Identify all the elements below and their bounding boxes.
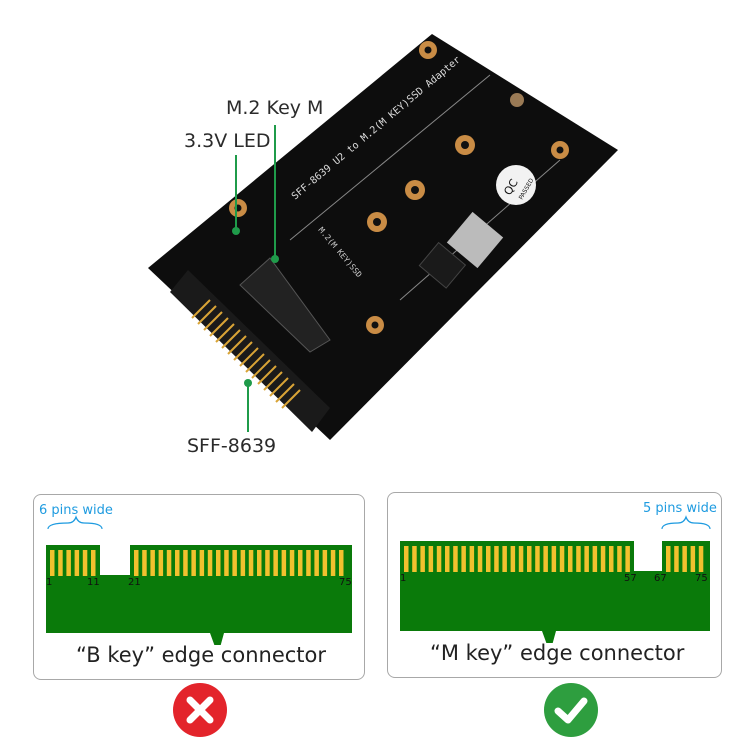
gold-pin xyxy=(224,550,229,576)
callout-sff: SFF-8639 xyxy=(187,435,277,457)
sff-marker xyxy=(244,379,252,387)
gold-pin xyxy=(82,550,88,576)
gold-pin xyxy=(91,550,96,576)
gold-pin xyxy=(453,546,458,572)
gold-pin xyxy=(404,546,409,572)
chip xyxy=(418,241,467,289)
gold-pin xyxy=(420,546,425,572)
qc-sticker xyxy=(496,165,536,205)
gold-pin xyxy=(609,546,614,572)
gold-pin xyxy=(265,550,270,576)
gold-pin xyxy=(584,546,589,572)
gold-pin xyxy=(339,550,344,576)
adapter-board-photo: SFF-8639 U2 to M.2(M KEY)SSD Adapter M.2… xyxy=(148,34,618,440)
gold-pin xyxy=(510,546,516,572)
m2-slot xyxy=(239,257,331,353)
gold-pin xyxy=(551,546,557,572)
pin-number: 67 xyxy=(654,573,667,584)
gold-pin xyxy=(199,550,205,576)
gold-pin xyxy=(477,546,483,572)
gold-pin xyxy=(568,546,573,572)
gold-pin xyxy=(183,550,188,576)
m-key-edge-connector xyxy=(400,515,711,643)
gold-pin xyxy=(698,546,704,572)
b-key-width-label: 6 pins wide xyxy=(39,503,113,518)
pin-number: 75 xyxy=(339,577,352,588)
gold-fingers xyxy=(191,299,301,409)
gold-pin xyxy=(216,550,221,576)
b-key-caption: “B key” edge connector xyxy=(76,643,327,667)
gold-pin xyxy=(273,550,278,576)
gold-pin xyxy=(461,546,466,572)
gold-pin xyxy=(158,550,164,576)
pin-number: 11 xyxy=(87,577,100,588)
gold-pin xyxy=(535,546,540,572)
gold-pin xyxy=(248,550,254,576)
gold-pin xyxy=(175,550,180,576)
gold-pin xyxy=(428,546,434,572)
check-circle-icon xyxy=(544,683,598,737)
callout-led: 3.3V LED xyxy=(184,130,271,152)
gold-pin xyxy=(298,550,303,576)
m-key-panel: 5 pins wide 1 57 67 75 “M key” edge conn… xyxy=(387,492,722,678)
gold-pin xyxy=(66,550,71,576)
b-key-edge-connector xyxy=(46,515,352,645)
gold-pin xyxy=(191,550,196,576)
gold-pin xyxy=(486,546,491,572)
gold-pin xyxy=(257,550,262,576)
gold-pin xyxy=(469,546,475,572)
gold-pin xyxy=(592,546,598,572)
gold-pin xyxy=(142,550,147,576)
gold-pin xyxy=(134,550,139,576)
voltage-regulator xyxy=(446,211,504,269)
gold-pin xyxy=(436,546,442,572)
gold-pin xyxy=(314,550,319,576)
gold-pin xyxy=(494,546,499,572)
gold-pin xyxy=(150,550,155,576)
sff-8639-connector xyxy=(170,270,330,432)
gold-pin xyxy=(502,546,507,572)
pin-number: 57 xyxy=(624,573,637,584)
gold-pin xyxy=(576,546,581,572)
m2-marker xyxy=(271,255,279,263)
gold-pin xyxy=(58,550,63,576)
gold-pin xyxy=(625,546,630,572)
pin-number: 21 xyxy=(128,577,141,588)
gold-pin xyxy=(682,546,687,572)
gold-pin xyxy=(74,550,80,576)
gold-pin xyxy=(330,550,336,576)
pin-number: 75 xyxy=(695,573,708,584)
silkscreen-line xyxy=(289,74,491,241)
gold-pin xyxy=(674,546,679,572)
gold-pin xyxy=(166,550,172,576)
b-key-panel: 6 pins wide 1 11 21 75 “B key” edge conn… xyxy=(33,494,365,680)
m-key-caption: “M key” edge connector xyxy=(430,641,685,665)
pcb-board xyxy=(148,34,618,440)
gold-pin xyxy=(207,550,213,576)
gold-pin xyxy=(322,550,328,576)
gold-pin xyxy=(690,546,696,572)
gold-pin xyxy=(50,550,55,576)
gold-pin xyxy=(666,546,671,572)
led-marker xyxy=(232,227,240,235)
gold-pin xyxy=(412,546,417,572)
m-key-width-label: 5 pins wide xyxy=(643,501,717,516)
pcb-card xyxy=(400,541,710,643)
gold-pin xyxy=(559,546,565,572)
callout-m2-key-m: M.2 Key M xyxy=(226,97,324,119)
pin-number: 1 xyxy=(400,573,407,584)
x-circle-icon xyxy=(173,683,227,737)
gold-pin xyxy=(240,550,246,576)
gold-pin xyxy=(600,546,606,572)
gold-pin xyxy=(306,550,311,576)
gold-pin xyxy=(527,546,532,572)
gold-pin xyxy=(289,550,295,576)
gold-pin xyxy=(281,550,287,576)
pin-number: 1 xyxy=(46,577,53,588)
gold-pin xyxy=(617,546,622,572)
gold-pin xyxy=(518,546,524,572)
gold-pin xyxy=(445,546,450,572)
gold-pin xyxy=(232,550,237,576)
gold-pin xyxy=(543,546,548,572)
